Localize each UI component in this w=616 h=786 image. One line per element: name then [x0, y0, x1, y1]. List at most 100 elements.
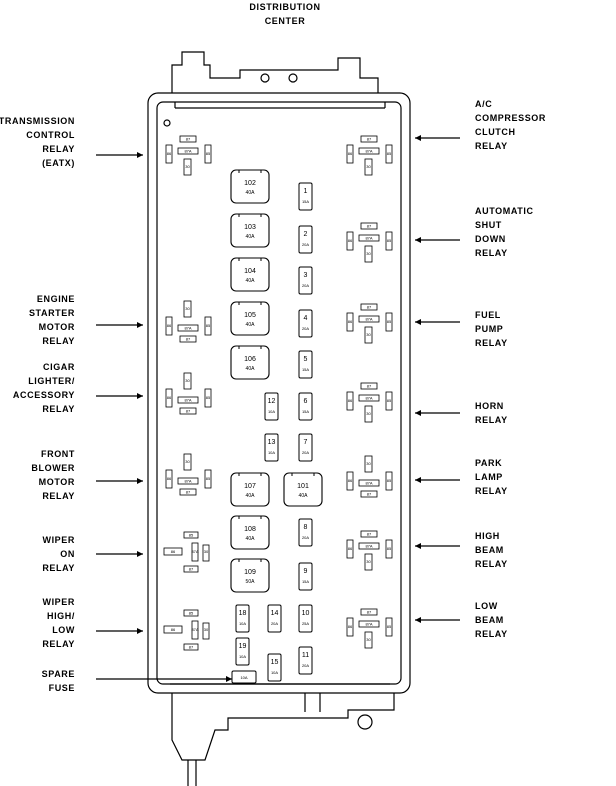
pin-label: 85: [206, 151, 211, 156]
mini-fuse-amp: 20A: [302, 326, 309, 331]
relay-pin: [346, 391, 354, 411]
maxi-fuse-amp: 40A: [299, 493, 309, 499]
maxi-fuse-body: [230, 169, 270, 204]
mini-fuse-number: 10: [302, 610, 310, 617]
pin-label: 86: [167, 395, 172, 400]
pin-label: 30: [366, 411, 371, 416]
pin-label: 87A: [184, 326, 191, 331]
transmission-control-relay-label: RELAY: [42, 144, 75, 154]
cigar-lighter-accessory-relay-label: CIGAR: [43, 362, 75, 372]
spare-fuse-arrow-head: [226, 676, 232, 682]
pin-label: 30: [366, 164, 371, 169]
pin-label: 87: [367, 610, 372, 615]
pin-label: 86: [167, 476, 172, 481]
maxi-fuse-102: 102 40A: [230, 169, 270, 204]
spare-fuse-label: FUSE: [49, 683, 75, 693]
mini-fuse-number: 1: [304, 188, 308, 195]
mini-fuse-amp: 25A: [302, 621, 309, 626]
pin-label: 87: [186, 137, 191, 142]
relay-pin: [191, 620, 199, 640]
pin-label: 87A: [365, 622, 372, 627]
relay-pin: [191, 542, 199, 562]
relay-pin: [364, 455, 373, 473]
relay-pin: [360, 608, 378, 616]
relay-pin: [360, 222, 378, 230]
relay-pin: [163, 547, 183, 556]
pin-label: 85: [387, 238, 392, 243]
pin-label: 30: [185, 378, 190, 383]
high-beam-relay-label: BEAM: [475, 545, 504, 555]
fuel-pump-relay-arrow-head: [415, 319, 421, 325]
maxi-fuse-amp: 40A: [246, 322, 256, 328]
relay-pin: [183, 565, 199, 573]
mini-fuse-amp: 10A: [239, 621, 246, 626]
relay-pin: [163, 625, 183, 634]
relay-pin: [358, 542, 380, 550]
pin-label: 87A: [191, 549, 198, 554]
relay-pin: [183, 643, 199, 651]
relay-pin: [204, 316, 212, 336]
maxi-fuse-body: [230, 515, 270, 550]
relay-pin: [364, 326, 373, 344]
maxi-fuse-body: [230, 257, 270, 292]
spare-fuse-body: [231, 670, 257, 684]
mini-fuse-body: [267, 653, 282, 682]
pin-label: 85: [206, 395, 211, 400]
pin-label: 87: [186, 337, 191, 342]
cigar-lighter-accessory-relay-label: LIGHTER/: [28, 376, 75, 386]
relay-pin: [358, 479, 380, 487]
pin-label: 86: [348, 624, 353, 629]
mini-fuse-amp: 20A: [302, 535, 309, 540]
mini-fuse-amp: 20A: [302, 242, 309, 247]
mini-fuse-8: 8 20A: [298, 518, 313, 547]
relay-labels: DISTRIBUTIONCENTERTRANSMISSIONCONTROLREL…: [0, 2, 545, 693]
pin-label: 86: [348, 398, 353, 403]
mini-fuse-number: 4: [304, 315, 308, 322]
maxi-fuse-body: [230, 213, 270, 248]
automatic-shut-down-relay-label: RELAY: [475, 248, 508, 258]
pin-label: 86: [167, 151, 172, 156]
relay-pin: [177, 396, 199, 404]
mini-fuse-amp: 10A: [271, 670, 278, 675]
pin-label: 30: [366, 637, 371, 642]
pin-label: 85: [387, 546, 392, 551]
fuses: 10240A10340A10440A10540A10640A10740A1014…: [230, 169, 323, 684]
inner-body: [156, 101, 402, 685]
mini-fuse-number: 9: [304, 568, 308, 575]
relay-pin: [360, 382, 378, 390]
wiper-high-low-relay-arrow-head: [137, 628, 143, 634]
pin-label: 87A: [365, 396, 372, 401]
mini-fuse-body: [298, 309, 313, 338]
pin-label: 85: [387, 624, 392, 629]
maxi-fuse-number: 102: [244, 180, 256, 187]
engine-starter-motor-relay-label: STARTER: [29, 308, 75, 318]
mini-fuse-body: [298, 266, 313, 295]
relay-pin: [360, 490, 378, 498]
spare-fuse-amp: 10A: [240, 675, 247, 680]
relay-pin: [183, 609, 199, 617]
mini-fuse-amp: 20A: [271, 621, 278, 626]
relay-pin: [385, 471, 393, 491]
pin-label: 86: [348, 546, 353, 551]
mini-fuse-body: [298, 182, 313, 211]
pin-label: 86: [171, 549, 176, 554]
engine-starter-motor-relay-arrow-head: [137, 322, 143, 328]
mini-fuse-number: 8: [304, 524, 308, 531]
pin-label: 87A: [184, 149, 191, 154]
high-beam-relay-label: HIGH: [475, 531, 500, 541]
wiper-high-low-relay-label: HIGH/: [47, 611, 75, 621]
maxi-fuse-amp: 40A: [246, 190, 256, 196]
pin-label: 87: [367, 492, 372, 497]
relay-pin: [346, 617, 354, 637]
wiper-on-relay-label: RELAY: [42, 563, 75, 573]
